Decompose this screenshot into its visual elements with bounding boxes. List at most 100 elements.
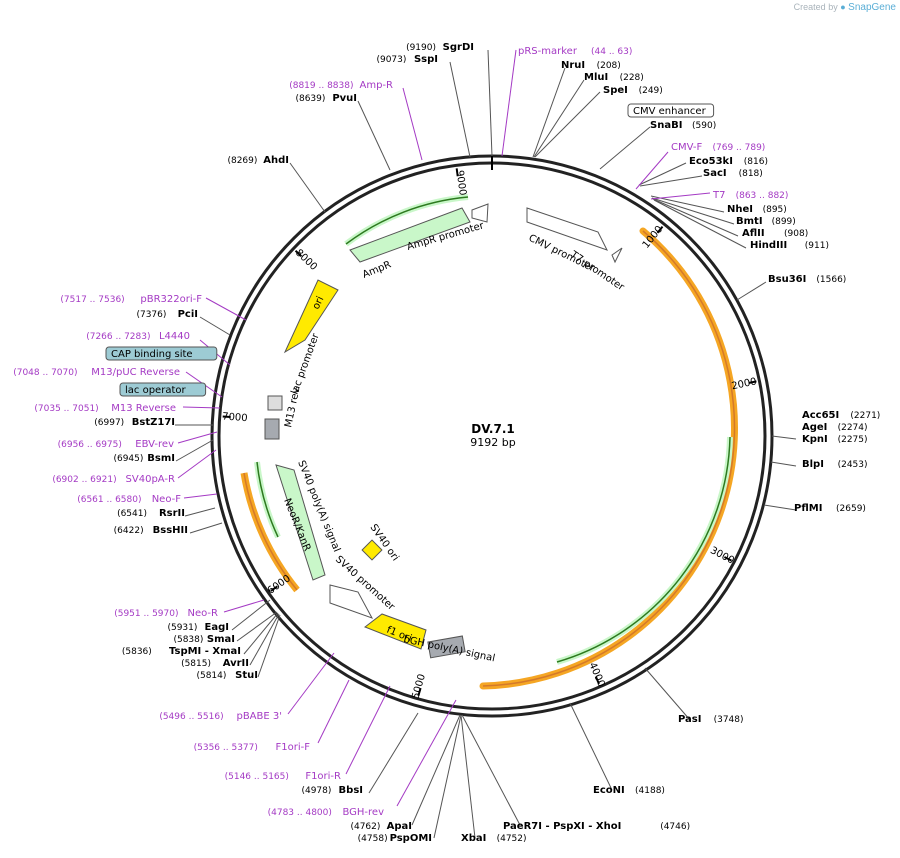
feature-label-ori: ori xyxy=(311,295,327,312)
enzyme-pos-econi: (4188) xyxy=(635,786,665,796)
primer-range-neo-f: (6561 .. 6580) xyxy=(77,495,141,505)
tick-label-4000: 4000 xyxy=(586,661,606,689)
enzyme-name-pcii: PciI xyxy=(178,309,198,320)
enzyme-pos-ahdi: (8269) xyxy=(227,156,257,166)
enzyme-pos-nhei: (895) xyxy=(763,205,787,215)
enzyme-name-pasi: PasI xyxy=(678,714,701,725)
primer-range-sv40pa-r: (6902 .. 6921) xyxy=(52,475,116,485)
feature-t7-promoter-shape xyxy=(611,247,623,264)
enzyme-pos-paer7i-pspxi-xhoi: (4746) xyxy=(660,822,690,832)
primer-name-pbabe-3-: pBABE 3' xyxy=(236,711,282,722)
feature-box-cmv-enhancer xyxy=(627,103,715,118)
enzyme-name-eco53ki: Eco53kI xyxy=(689,156,733,167)
primer-range-t7: (863 .. 882) xyxy=(736,191,789,201)
enzyme-pos-bstz17i: (6997) xyxy=(94,418,124,428)
enzyme-name-sgrdi: SgrDI xyxy=(443,42,474,53)
feature-arc-green-right-core xyxy=(556,436,731,663)
enzyme-name-eagi: EagI xyxy=(205,622,229,633)
enzyme-name-apai: ApaI xyxy=(387,821,412,832)
enzyme-pos-kpni: (2275) xyxy=(838,435,868,445)
primer-name-f1ori-r: F1ori-R xyxy=(305,771,341,782)
enzyme-name-blpi: BlpI xyxy=(802,459,824,470)
enzyme-name-bstz17i: BstZ17I xyxy=(132,417,175,428)
enzyme-pos-saci: (818) xyxy=(739,169,763,179)
enzyme-name-rsrii: RsrII xyxy=(159,508,185,519)
plasmid-name: DV.7.1 xyxy=(471,422,515,436)
primer-name-ebv-rev: EBV-rev xyxy=(135,439,174,450)
enzyme-pos-hindiii: (911) xyxy=(805,241,829,251)
primer-name-t7: T7 xyxy=(712,190,725,201)
enzyme-name-xbai: XbaI xyxy=(461,833,486,844)
primer-range-cmv-f: (769 .. 789) xyxy=(713,143,766,153)
tick-label-9000: 9000 xyxy=(454,170,468,197)
enzyme-name-saci: SacI xyxy=(703,168,727,179)
feature-arc-orange-right-core xyxy=(482,230,736,687)
feature-cmv-promoter-shape xyxy=(526,207,608,251)
enzyme-name-hindiii: HindIII xyxy=(750,240,787,251)
tick-mark-2000 xyxy=(748,380,757,384)
enzyme-pos-smai: (5838) xyxy=(173,635,203,645)
enzyme-pos-pspomi: (4758) xyxy=(358,834,388,844)
enzyme-name-bbsi: BbsI xyxy=(339,785,363,796)
feature-box-lac-operator xyxy=(119,382,207,397)
enzyme-name-bsshii: BssHII xyxy=(153,525,188,536)
tick-mark-4000 xyxy=(594,676,600,685)
primer-name-prs-marker: pRS-marker xyxy=(518,46,578,57)
enzyme-name-sspi: SspI xyxy=(414,54,438,65)
credit-brand: SnapGene xyxy=(848,2,896,13)
enzyme-pos-nrui: (208) xyxy=(597,61,621,71)
primer-name-neo-r: Neo-R xyxy=(188,608,219,619)
enzyme-name-acc65i: Acc65I xyxy=(802,410,839,421)
enzyme-name-econi: EcoNI xyxy=(593,785,625,796)
plasmid-size: 9192 bp xyxy=(470,436,516,449)
enzyme-name-tspmi-xmai: TspMI - XmaI xyxy=(169,646,241,657)
primer-name-f1ori-f: F1ori-F xyxy=(276,742,311,753)
primer-range-pbabe-3-: (5496 .. 5516) xyxy=(159,712,223,722)
enzyme-pos-pflmi: (2659) xyxy=(836,504,866,514)
primer-range-f1ori-r: (5146 .. 5165) xyxy=(225,772,289,782)
enzyme-name-smai: SmaI xyxy=(207,634,235,645)
feature-lac-operator-box xyxy=(267,395,283,411)
enzyme-name-aflii: AflII xyxy=(742,228,765,239)
feature-sv40-polya-box xyxy=(264,418,280,440)
primer-range-m13-reverse: (7035 .. 7051) xyxy=(34,404,98,414)
enzyme-pos-bsshii: (6422) xyxy=(114,526,144,536)
enzyme-pos-sgrdi: (9190) xyxy=(406,43,436,53)
tick-label-6000: 6000 xyxy=(266,573,293,597)
feature-neor-shape xyxy=(275,464,326,581)
enzyme-pos-eagi: (5931) xyxy=(167,623,197,633)
enzyme-pos-snabi: (590) xyxy=(692,121,716,131)
feature-ampr-shape xyxy=(349,207,471,263)
primer-name-cmv-f: CMV-F xyxy=(671,142,702,153)
enzyme-pos-bsmi: (6945) xyxy=(113,454,143,464)
primer-range-l4440: (7266 .. 7283) xyxy=(86,332,150,342)
feature-arc-green-left-core xyxy=(256,461,279,538)
enzyme-pos-rsrii: (6541) xyxy=(117,509,147,519)
enzyme-pos-acc65i: (2271) xyxy=(850,411,880,421)
feature-arc-orange-left-core xyxy=(243,472,298,591)
primer-range-f1ori-f: (5356 .. 5377) xyxy=(194,743,258,753)
tick-mark-5000 xyxy=(417,687,422,697)
enzyme-pos-aflii: (908) xyxy=(784,229,808,239)
enzyme-pos-sspi: (9073) xyxy=(376,55,406,65)
primer-range-ebv-rev: (6956 .. 6975) xyxy=(58,440,122,450)
enzyme-pos-tspmi-xmai: (5836) xyxy=(122,647,152,657)
primer-range-pbr322ori-f: (7517 .. 7536) xyxy=(60,295,124,305)
tick-label-7000: 7000 xyxy=(222,411,248,424)
enzyme-name-spei: SpeI xyxy=(603,85,628,96)
enzyme-pos-bsu36i: (1566) xyxy=(816,275,846,285)
enzyme-pos-pcii: (7376) xyxy=(136,310,166,320)
feature-box-label-lac-operator: lac operator xyxy=(125,385,186,396)
enzyme-pos-bmti: (899) xyxy=(772,217,796,227)
tick-label-3000: 3000 xyxy=(708,545,736,567)
primer-name-amp-r: Amp-R xyxy=(360,80,394,91)
feature-sv40-ori-diamond xyxy=(361,539,383,561)
enzyme-pos-bbsi: (4978) xyxy=(301,786,331,796)
primer-range-neo-r: (5951 .. 5970) xyxy=(114,609,178,619)
primer-range-prs-marker: (44 .. 63) xyxy=(591,47,632,57)
primer-range-m13-puc-reverse: (7048 .. 7070) xyxy=(13,368,77,378)
enzyme-name-pspomi: PspOMI xyxy=(390,833,432,844)
primer-name-bgh-rev: BGH-rev xyxy=(342,807,384,818)
primer-name-neo-f: Neo-F xyxy=(152,494,182,505)
